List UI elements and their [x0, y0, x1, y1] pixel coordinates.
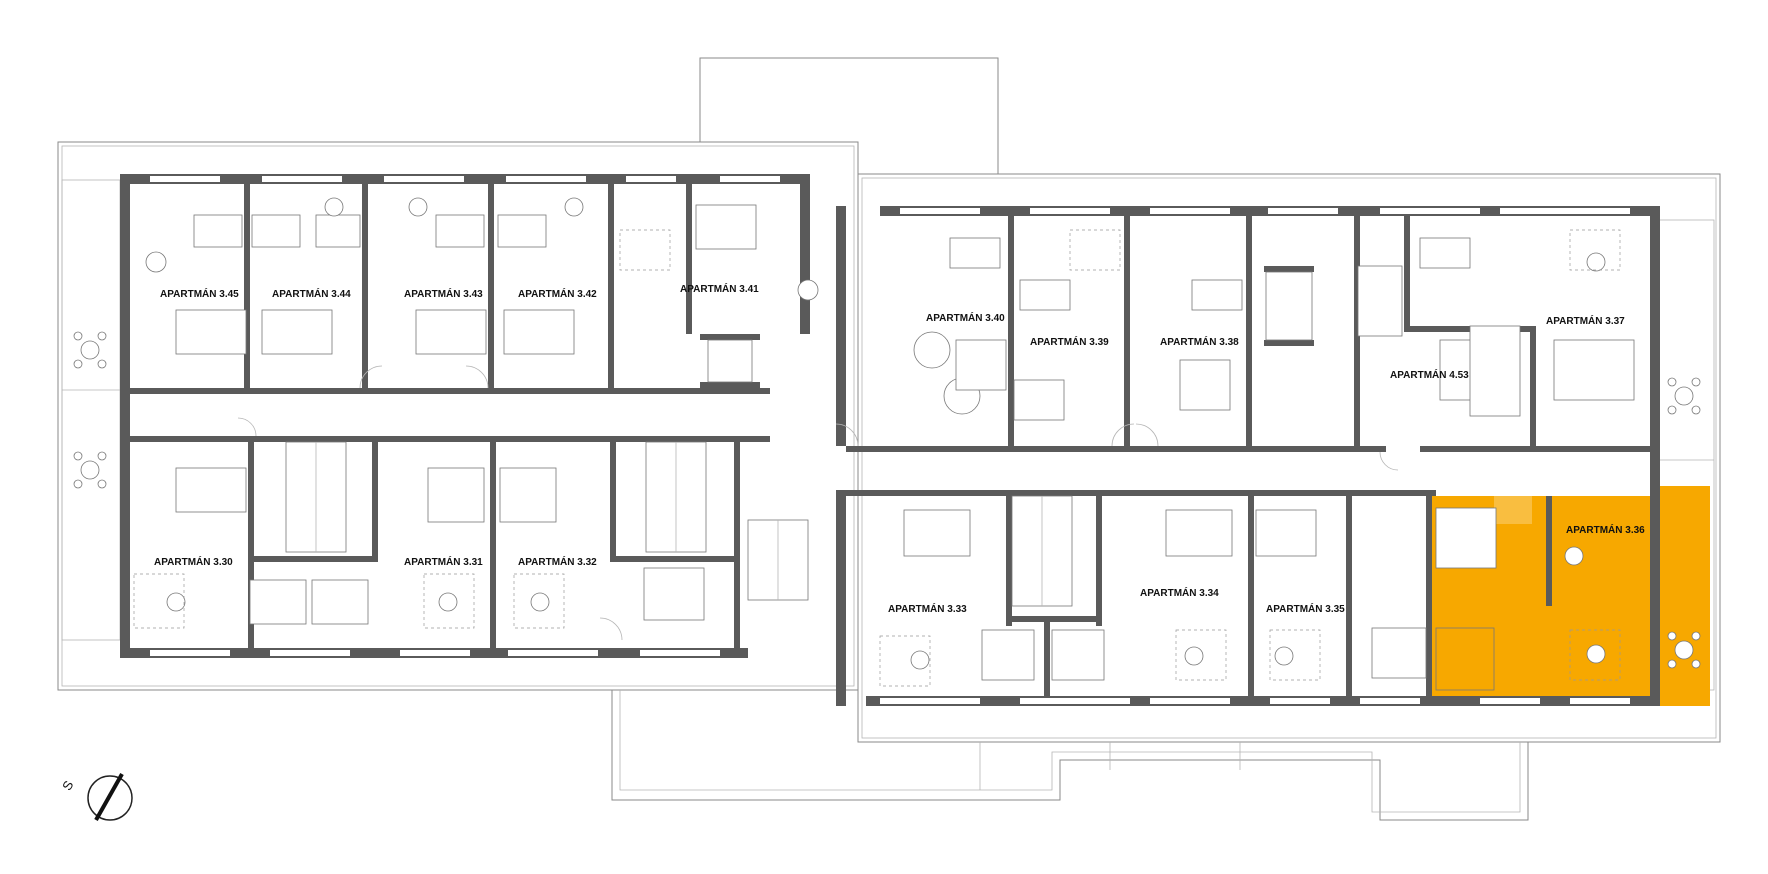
label-apartment-3-36: APARTMÁN 3.36	[1566, 523, 1645, 536]
north-arrow-label: S	[59, 778, 76, 793]
roof-outline	[57, 57, 1721, 821]
label-apartment-3-31: APARTMÁN 3.31	[404, 555, 483, 568]
label-apartment-3-41: APARTMÁN 3.41	[680, 282, 759, 295]
label-apartment-3-37: APARTMÁN 3.37	[1546, 314, 1625, 327]
label-apartment-3-34: APARTMÁN 3.34	[1140, 586, 1219, 599]
apartment-labels: APARTMÁN 3.45 APARTMÁN 3.44 APARTMÁN 3.4…	[154, 282, 1645, 615]
doors	[237, 365, 1399, 641]
label-apartment-3-33: APARTMÁN 3.33	[888, 602, 967, 615]
elevators	[707, 271, 1313, 383]
label-apartment-3-45: APARTMÁN 3.45	[160, 287, 239, 300]
label-apartment-3-39: APARTMÁN 3.39	[1030, 335, 1109, 348]
dashed-furniture	[133, 229, 1621, 687]
label-apartment-3-35: APARTMÁN 3.35	[1266, 602, 1345, 615]
label-apartment-3-30: APARTMÁN 3.30	[154, 555, 233, 568]
label-apartment-3-43: APARTMÁN 3.43	[404, 287, 483, 300]
beds	[193, 204, 1495, 691]
bathrooms	[175, 309, 1635, 569]
label-apartment-3-38: APARTMÁN 3.38	[1160, 335, 1239, 348]
label-apartment-3-32: APARTMÁN 3.32	[518, 555, 597, 568]
north-arrow: S	[59, 773, 133, 821]
terrace-seating	[73, 331, 1701, 669]
label-apartment-4-53: APARTMÁN 4.53	[1390, 368, 1469, 381]
furniture-circles	[145, 197, 1606, 670]
label-apartment-3-44: APARTMÁN 3.44	[272, 287, 351, 300]
label-apartment-3-40: APARTMÁN 3.40	[926, 311, 1005, 324]
staircases	[285, 265, 1521, 607]
label-apartment-3-42: APARTMÁN 3.42	[518, 287, 597, 300]
windows	[150, 176, 1630, 704]
